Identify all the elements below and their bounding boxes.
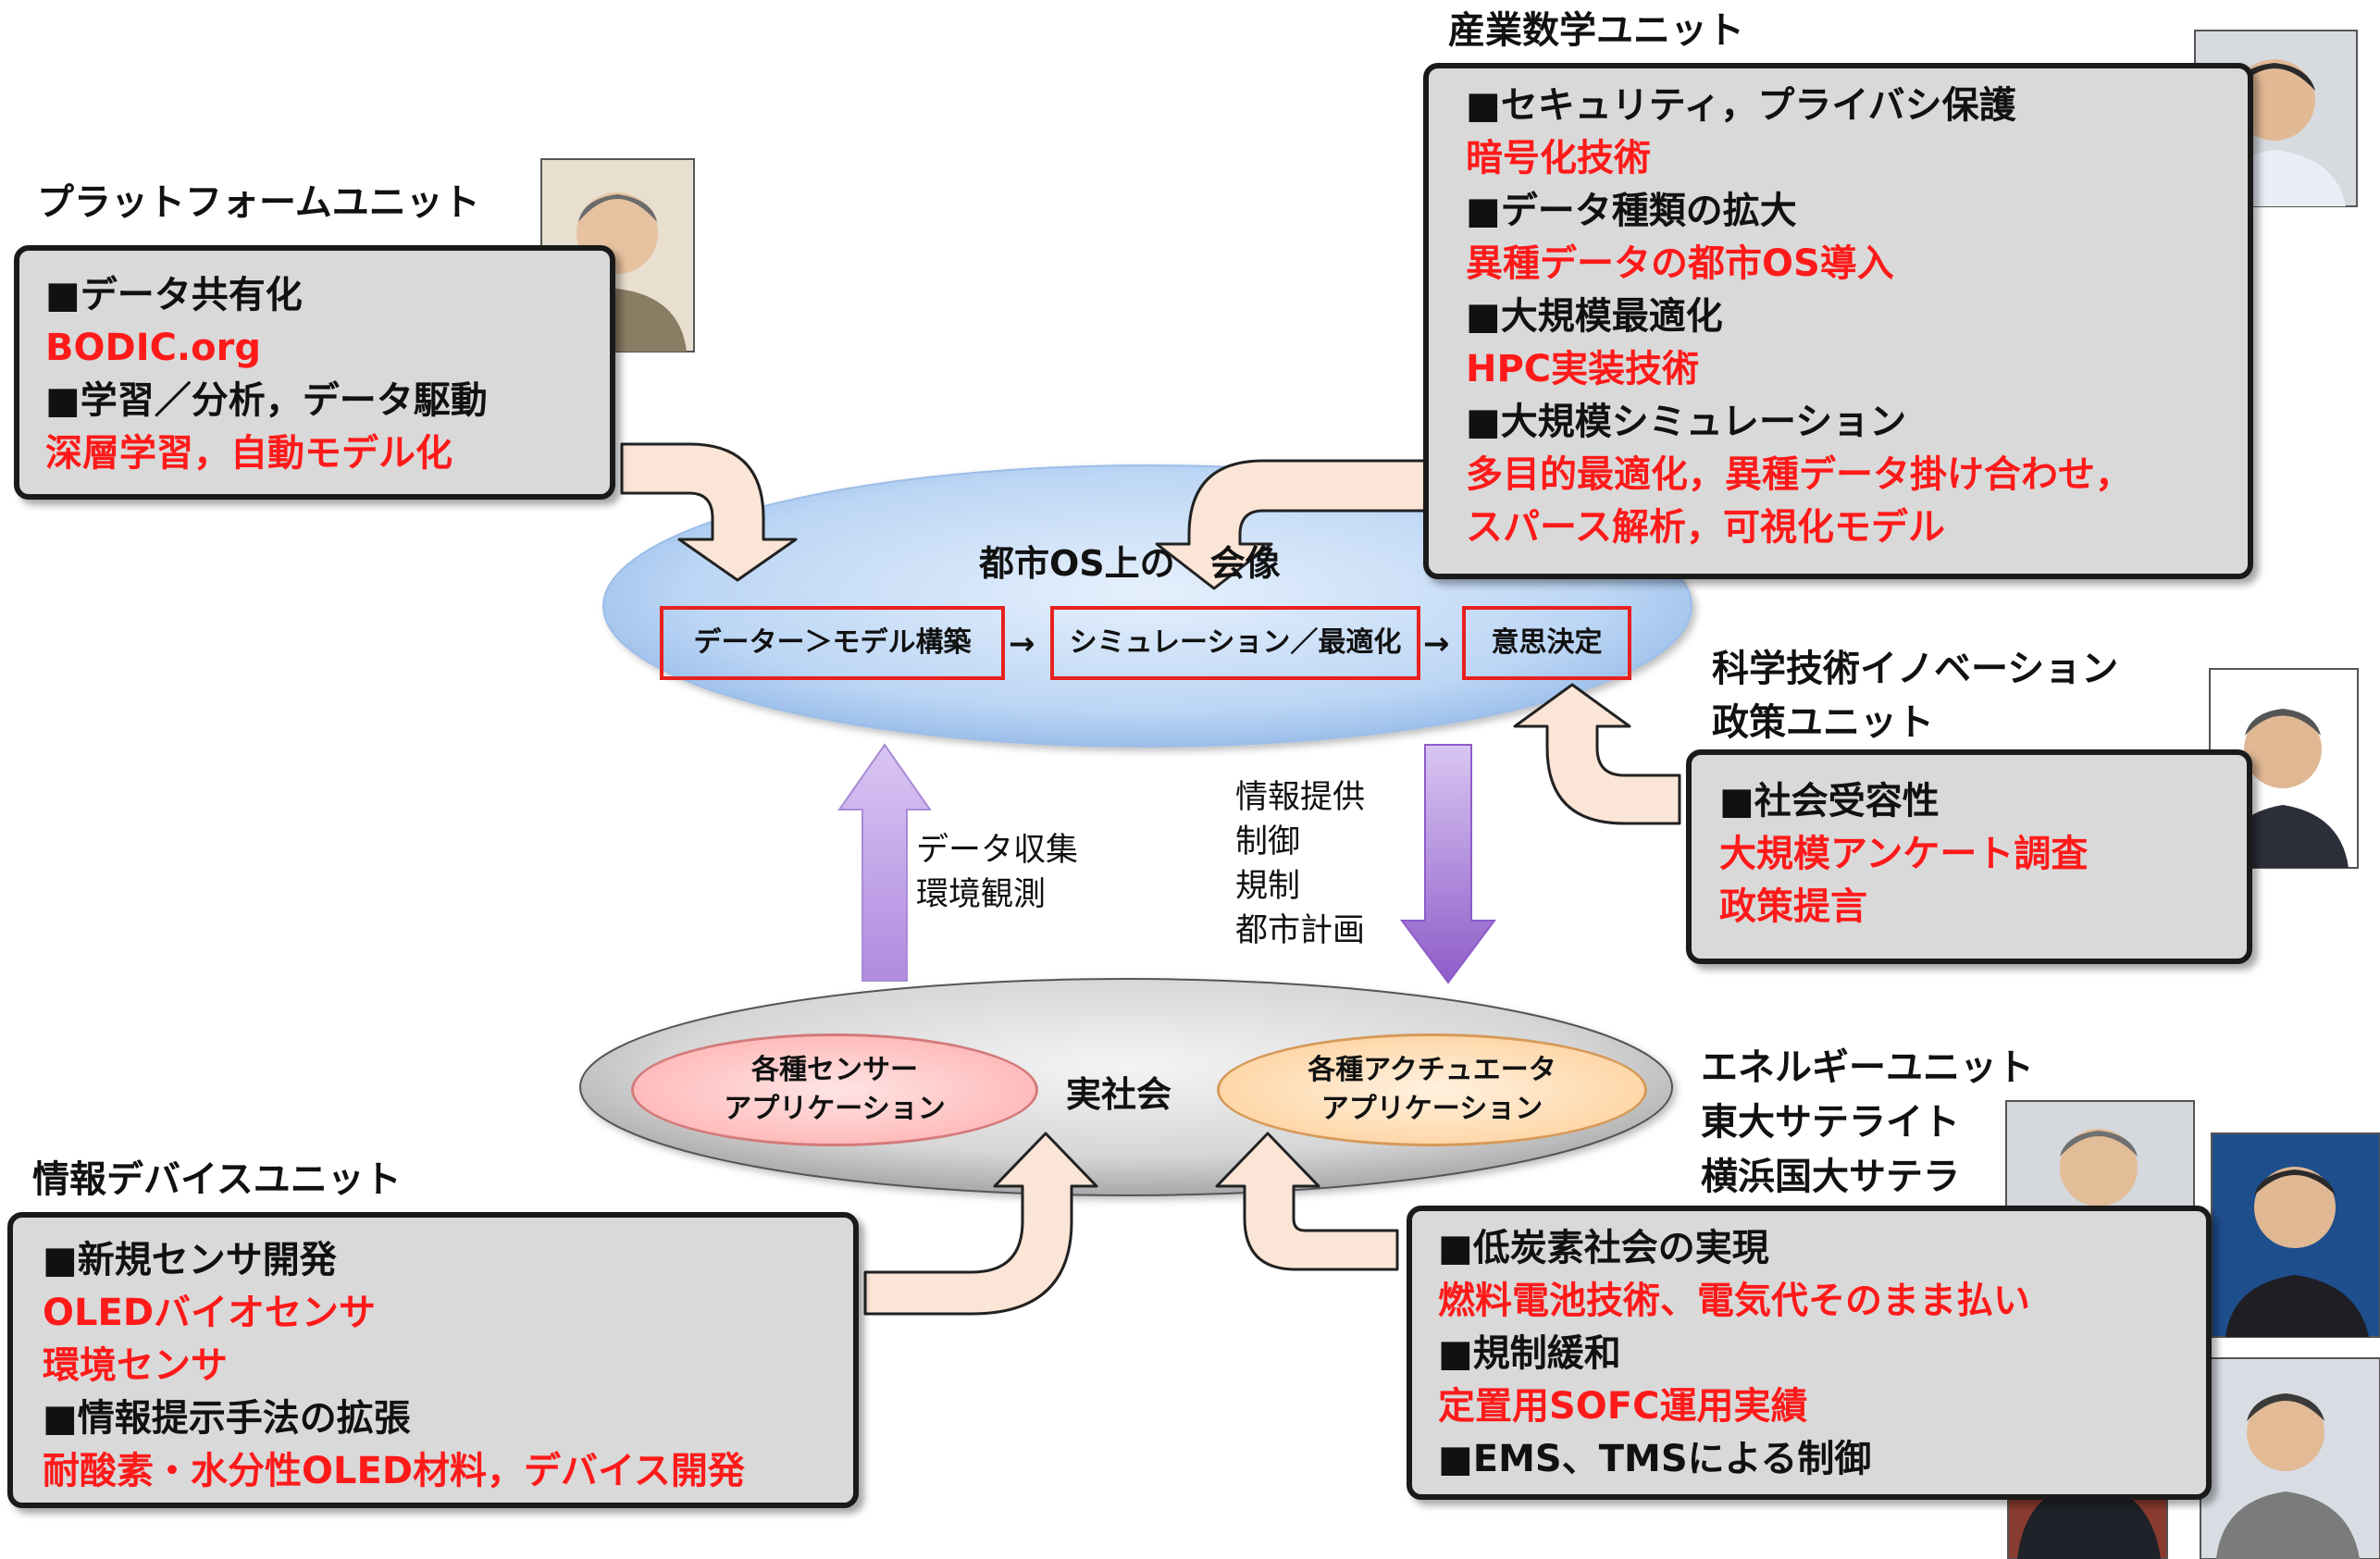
industrial-math-line: ■セキュリティ，プライバシ保護 bbox=[1466, 84, 2016, 127]
city-os-label: 都市OS上の 会像 bbox=[979, 543, 1281, 584]
photo-energy-2 bbox=[2211, 1132, 2380, 1338]
flow-decision: 意思決定 bbox=[1462, 606, 1631, 680]
industrial-math-line: ■大規模最適化 bbox=[1466, 295, 1723, 338]
platform-unit-box: ■データ共有化 BODIC.org ■学習／分析，データ駆動深層学習，自動モデル化 bbox=[14, 245, 615, 500]
actuator-application-pill: 各種アクチュエータ アプリケーション bbox=[1217, 1033, 1647, 1146]
energy-line: ■EMS、TMSによる制御 bbox=[1438, 1438, 1872, 1480]
energy-line: 定置用SOFC運用実績 bbox=[1438, 1385, 1808, 1428]
energy-line: ■規制緩和 bbox=[1438, 1332, 1621, 1375]
energy-line: 燃料電池技術、電気代そのまま払い bbox=[1438, 1280, 2030, 1322]
up-arrow bbox=[837, 743, 932, 982]
sensor-application-pill: 各種センサー アプリケーション bbox=[631, 1033, 1038, 1146]
science-policy-line: ■社会受容性 bbox=[1719, 780, 1940, 823]
policy-arrow bbox=[1513, 683, 1681, 825]
science-policy-line: 政策提言 bbox=[1719, 885, 1867, 928]
industrial-math-line: HPC実装技術 bbox=[1466, 348, 1700, 390]
flow-simulation: シミュレーション／最適化 bbox=[1050, 606, 1420, 680]
science-policy-line: 大規模アンケート調査 bbox=[1719, 833, 2089, 875]
down-arrow bbox=[1400, 744, 1496, 984]
device-arrow bbox=[863, 1132, 1098, 1316]
energy-unit-box: ■低炭素社会の実現燃料電池技術、電気代そのまま払い ■規制緩和定置用SOFC運用実… bbox=[1407, 1206, 2212, 1500]
info-device-line: OLEDバイオセンサ bbox=[43, 1292, 377, 1334]
platform-line: ■学習／分析，データ駆動 bbox=[45, 379, 488, 422]
science-policy-title-line2: 政策ユニット bbox=[1712, 701, 1934, 744]
sensor-pill-line1: 各種センサー bbox=[751, 1054, 918, 1086]
energy-title-line2: 東大サテライト bbox=[1701, 1101, 1960, 1144]
flow-arrow-2: → bbox=[1423, 625, 1450, 662]
data-collection-label: データ収集 bbox=[916, 832, 1079, 869]
industrial-math-line: スパース解析，可視化モデル bbox=[1466, 506, 1945, 549]
energy-arrow bbox=[1215, 1132, 1399, 1271]
info-device-line: 環境センサ bbox=[43, 1344, 228, 1387]
energy-title-line3: 横浜国大サテラ bbox=[1701, 1156, 1960, 1198]
info-device-line: ■情報提示手法の拡張 bbox=[43, 1397, 411, 1440]
energy-title-line1: エネルギーユニット bbox=[1701, 1046, 2034, 1089]
platform-line: BODIC.org bbox=[45, 327, 261, 369]
flow-arrow-1: → bbox=[1009, 625, 1035, 662]
regulation-label: 規制 bbox=[1235, 868, 1301, 905]
platform-unit-title: プラットフォームユニット bbox=[37, 181, 480, 224]
platform-arrow bbox=[620, 442, 798, 582]
info-device-line: ■新規センサ開発 bbox=[43, 1239, 337, 1281]
science-policy-title-line1: 科学技術イノベーション bbox=[1712, 648, 2119, 690]
industrial-math-line: 多目的最適化，異種データ掛け合わせ， bbox=[1466, 453, 2132, 496]
platform-line: ■データ共有化 bbox=[45, 274, 303, 316]
energy-line: ■低炭素社会の実現 bbox=[1438, 1227, 1769, 1269]
control-label: 制御 bbox=[1235, 823, 1301, 860]
info-device-line: 耐酸素・水分性OLED材料，デバイス開発 bbox=[43, 1450, 745, 1492]
real-society-label: 実社会 bbox=[1066, 1074, 1172, 1115]
photo-energy-4 bbox=[2200, 1357, 2380, 1559]
info-device-unit-title: 情報デバイスユニット bbox=[32, 1158, 402, 1201]
industrial-math-unit-box: ■セキュリティ，プライバシ保護暗号化技術 ■データ種類の拡大異種データの都市OS導… bbox=[1423, 63, 2253, 579]
industrial-math-line: 異種データの都市OS導入 bbox=[1466, 242, 1894, 285]
info-device-unit-box: ■新規センサ開発 OLEDバイオセンサ環境センサ ■情報提示手法の拡張耐酸素・水分性… bbox=[7, 1212, 859, 1508]
industrial-math-line: ■大規模シミュレーション bbox=[1466, 401, 1907, 443]
environment-observation-label: 環境観測 bbox=[916, 876, 1047, 913]
industrial-math-line: 暗号化技術 bbox=[1466, 137, 1651, 179]
urban-planning-label: 都市計画 bbox=[1235, 912, 1366, 949]
actuator-pill-line2: アプリケーション bbox=[1320, 1093, 1543, 1125]
actuator-pill-line1: 各種アクチュエータ bbox=[1308, 1054, 1556, 1086]
industrial-math-arrow bbox=[1155, 459, 1427, 590]
sensor-pill-line2: アプリケーション bbox=[724, 1093, 946, 1125]
industrial-math-line: ■データ種類の拡大 bbox=[1466, 190, 1797, 232]
science-policy-unit-box: ■社会受容性大規模アンケート調査政策提言 bbox=[1686, 749, 2252, 964]
flow-model-building: データー＞モデル構築 bbox=[660, 606, 1005, 680]
platform-line: 深層学習，自動モデル化 bbox=[45, 432, 452, 475]
info-provision-label: 情報提供 bbox=[1235, 779, 1366, 816]
industrial-math-unit-title: 産業数学ユニット bbox=[1448, 9, 1744, 52]
